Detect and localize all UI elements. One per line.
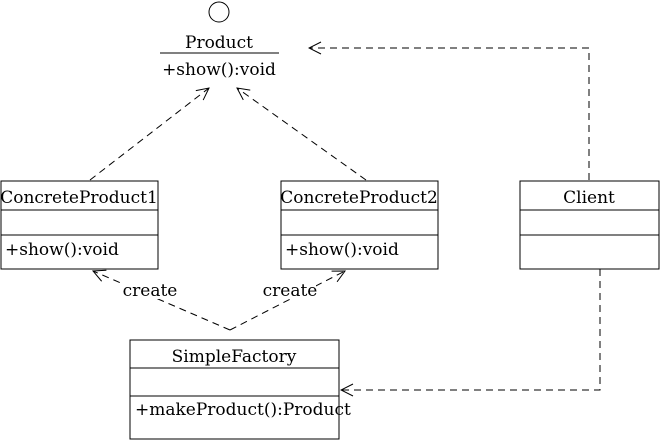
realization-arrow-product2 — [237, 88, 367, 181]
create-label: create — [123, 281, 178, 301]
class-box — [129, 339, 340, 440]
class-name: SimpleFactory — [172, 347, 297, 367]
interface-lollipop-icon — [208, 1, 230, 23]
class-operation: +show():void — [5, 240, 119, 260]
class-operation: +show():void — [285, 240, 399, 260]
class-concrete-product-1: ConcreteProduct1 +show():void — [0, 180, 159, 270]
product-interface: Product +show():void — [160, 1, 279, 80]
realization-arrow-product1 — [89, 88, 209, 181]
create-label-group-2: create — [263, 280, 318, 301]
dependency-client-product — [309, 48, 590, 180]
create-label-group-1: create — [123, 280, 178, 301]
class-box — [280, 180, 439, 270]
class-box — [0, 180, 159, 270]
create-label: create — [263, 281, 318, 301]
create-arrow-product2 — [229, 271, 345, 331]
class-concrete-product-2: ConcreteProduct2 +show():void — [280, 180, 439, 270]
class-name: ConcreteProduct2 — [280, 188, 438, 208]
create-arrow-product1 — [93, 271, 231, 331]
relations — [89, 48, 601, 390]
class-client: Client — [519, 180, 660, 270]
product-interface-name: Product — [185, 33, 253, 53]
dependency-client-factory — [341, 269, 601, 390]
class-simple-factory: SimpleFactory +makeProduct():Product — [129, 339, 351, 440]
product-interface-operation: +show():void — [162, 60, 276, 80]
class-operation: +makeProduct():Product — [135, 400, 351, 420]
class-name: Client — [563, 188, 615, 208]
class-box — [519, 180, 660, 270]
class-name: ConcreteProduct1 — [0, 188, 158, 208]
